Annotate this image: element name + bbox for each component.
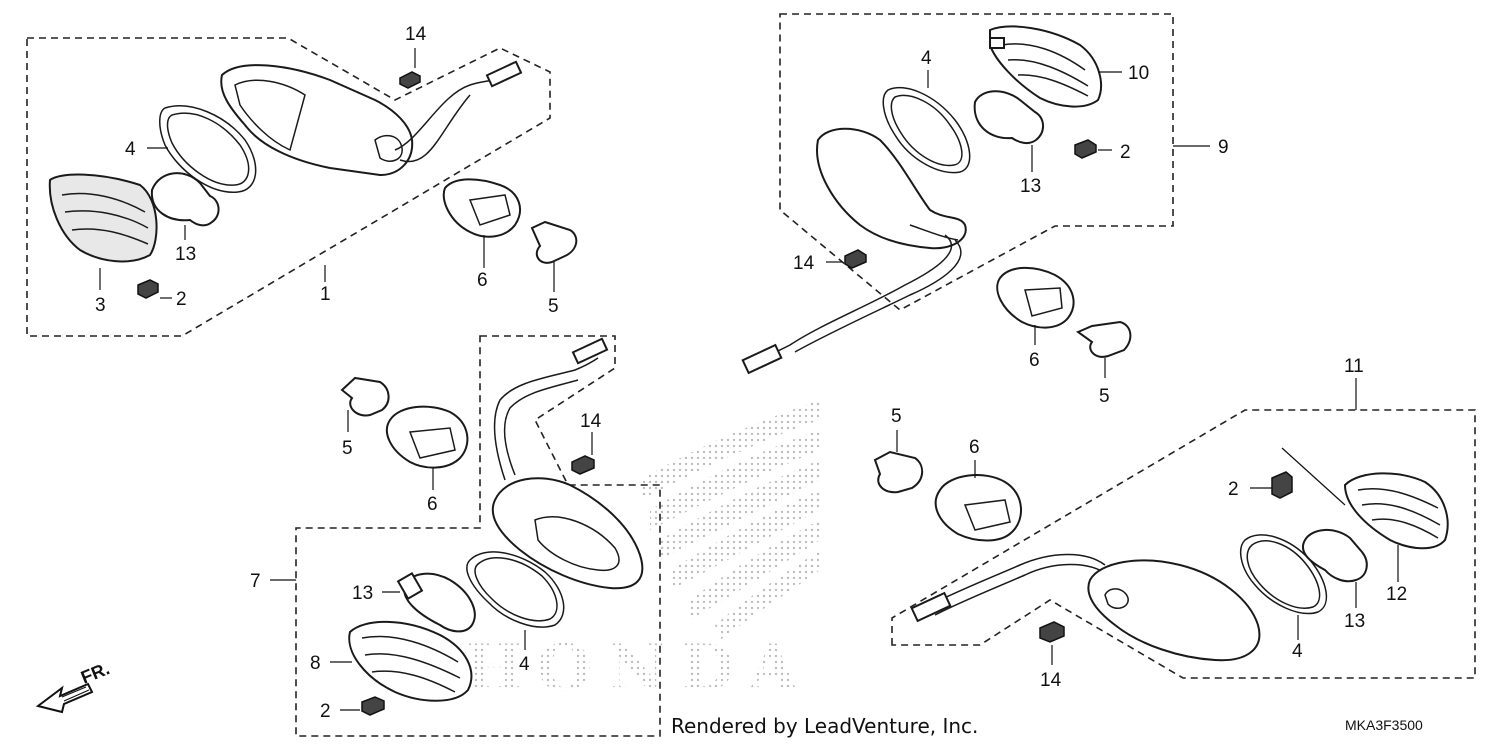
- socket-6c: [385, 405, 469, 469]
- callout-5: 5: [1099, 386, 1110, 407]
- callout-4: 4: [1292, 641, 1303, 662]
- callout-2: 2: [1120, 142, 1131, 163]
- callout-3: 3: [95, 295, 106, 316]
- screw-2d: [1271, 471, 1293, 499]
- callout-4: 4: [519, 654, 530, 675]
- callout-10: 10: [1128, 63, 1149, 84]
- callout-8: 8: [310, 653, 321, 674]
- gasket-4d: [1239, 534, 1328, 615]
- gasket-4a: [159, 105, 257, 193]
- callout-13: 13: [1020, 176, 1041, 197]
- assembly-11-parts: [873, 450, 1449, 662]
- callout-5: 5: [891, 406, 902, 427]
- clip-5d: [873, 450, 924, 494]
- housing-11: [1087, 559, 1261, 662]
- callout-4: 4: [921, 48, 932, 69]
- front-arrow-icon: [35, 682, 94, 714]
- clip-5b: [1075, 320, 1132, 358]
- assembly-7-parts: [340, 337, 644, 716]
- screw-14d: [1039, 621, 1065, 643]
- callout-14: 14: [580, 411, 602, 432]
- gasket-4b: [882, 86, 971, 174]
- housing-9: [816, 127, 967, 250]
- honda-wing-watermark: HONDA: [462, 400, 820, 706]
- bulb-13c: [403, 572, 476, 633]
- leader-lines: [99, 48, 1399, 711]
- callout-2: 2: [320, 701, 331, 722]
- callout-2: 2: [176, 289, 187, 310]
- lens-8: [348, 620, 473, 702]
- screw-14b: [844, 249, 867, 269]
- callout-12: 12: [1386, 584, 1407, 605]
- callout-5: 5: [548, 296, 559, 317]
- screw-14c: [571, 455, 595, 475]
- callout-6: 6: [477, 270, 488, 291]
- frame-assembly-1: [26, 37, 551, 337]
- callout-6: 6: [427, 494, 438, 515]
- socket-6d: [934, 474, 1023, 542]
- callout-11: 11: [1344, 356, 1364, 377]
- clip-5c: [340, 376, 390, 417]
- screw-2c: [361, 696, 385, 716]
- callout-14: 14: [1040, 670, 1062, 691]
- frame-assembly-7: [295, 335, 661, 737]
- rendered-by-credit: Rendered by LeadVenture, Inc.: [671, 714, 978, 738]
- lens-3: [48, 173, 158, 263]
- front-marker-label: FR.: [78, 658, 112, 687]
- bulb-13d: [1302, 529, 1368, 583]
- screw-14a: [399, 71, 421, 89]
- housing-1: [220, 64, 414, 177]
- callout-4: 4: [125, 139, 136, 160]
- callout-6: 6: [969, 437, 980, 458]
- watermark-text: HONDA: [462, 631, 812, 706]
- callout-5: 5: [342, 438, 353, 459]
- lens-12: [1343, 472, 1449, 550]
- socket-6b: [996, 266, 1075, 329]
- screw-2a: [137, 279, 159, 299]
- callout-14: 14: [793, 253, 815, 274]
- diagram-code: MKA3F3500: [1345, 717, 1423, 733]
- callout-6: 6: [1029, 350, 1040, 371]
- callout-13: 13: [1344, 611, 1365, 632]
- callout-numbers: 1 2 3 4 5 6 13 14 9 10 4 2 13 14 6 5 7 5…: [95, 24, 1407, 722]
- lens-10: [989, 25, 1102, 108]
- callout-14: 14: [405, 24, 427, 45]
- housing-7: [491, 477, 644, 590]
- socket-6a: [442, 178, 521, 238]
- callout-13: 13: [352, 583, 373, 604]
- assembly-1-parts: [48, 60, 578, 299]
- callout-2: 2: [1228, 479, 1239, 500]
- clip-5a: [530, 220, 578, 264]
- screw-2b: [1074, 139, 1097, 159]
- callout-1: 1: [320, 284, 331, 305]
- bulb-13b: [973, 90, 1044, 145]
- callout-7: 7: [250, 571, 261, 592]
- front-direction-marker: FR.: [35, 658, 112, 714]
- gasket-4c: [466, 551, 565, 628]
- assembly-9-parts: [741, 25, 1132, 375]
- frame-assembly-9: [779, 13, 1174, 311]
- callout-9: 9: [1218, 137, 1229, 158]
- callout-13: 13: [175, 244, 196, 265]
- bulb-13a: [150, 172, 220, 227]
